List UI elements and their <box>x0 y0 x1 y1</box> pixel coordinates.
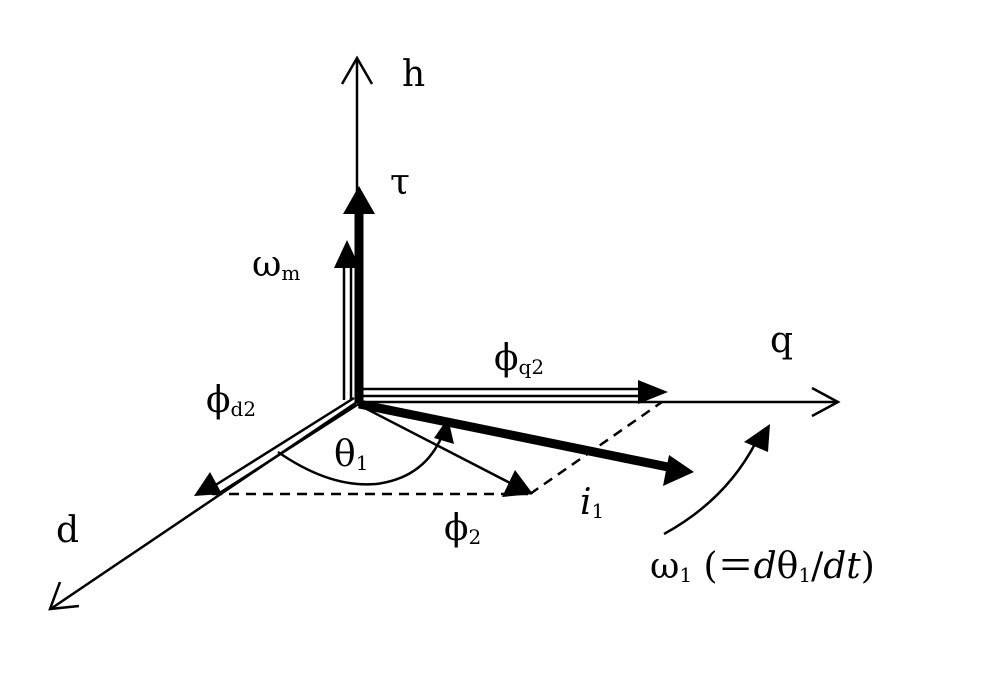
i1-arrow <box>358 399 694 486</box>
i1-sub: 1 <box>592 499 605 523</box>
theta1-arc <box>277 418 454 486</box>
omega-m-arrow <box>334 240 360 400</box>
phi-2-sub: 2 <box>469 525 482 549</box>
phi-d2-symbol: ϕ <box>206 380 231 421</box>
omega1-theta-sub: 1 <box>798 563 811 587</box>
omega1-equation: ω1 (＝dθ1/dt) <box>650 546 875 587</box>
i1-label: i1 <box>580 482 604 523</box>
phi-q2-sub: q2 <box>519 355 545 379</box>
phi-2-label: ϕ2 <box>444 508 481 549</box>
omega1-symbol: ω <box>650 546 679 587</box>
phi-q2-arrow <box>357 380 668 404</box>
omega1-equals: ＝ <box>718 546 754 587</box>
phi-2-symbol: ϕ <box>444 508 469 549</box>
omega1-open-paren: ( <box>692 546 718 587</box>
omega-m-sub: m <box>281 261 300 285</box>
omega1-close-paren: ) <box>861 546 875 587</box>
omega1-sub: 1 <box>679 563 692 587</box>
projection-dashes <box>212 400 663 496</box>
omega-m-symbol: ω <box>252 244 281 285</box>
d-axis-label: d <box>56 510 79 551</box>
theta1-symbol: θ <box>334 434 356 475</box>
theta1-sub: 1 <box>356 451 369 475</box>
omega1-slash: / <box>811 546 824 587</box>
tau-arrow <box>343 186 375 402</box>
i1-symbol: i <box>580 482 592 523</box>
tau-label: τ <box>390 162 410 203</box>
h-axis-label: h <box>402 54 425 95</box>
phi-2-arrow <box>356 402 533 497</box>
q-axis <box>357 386 841 418</box>
phi-q2-label: ϕq2 <box>494 338 544 379</box>
omega1-rotation-arc <box>663 424 770 536</box>
omega-m-label: ωm <box>252 244 300 285</box>
omega1-dt: dt <box>823 546 861 587</box>
omega1-theta: θ <box>777 546 799 587</box>
omega1-d: d <box>754 546 777 587</box>
phi-d2-sub: d2 <box>231 397 257 421</box>
phi-q2-symbol: ϕ <box>494 338 519 379</box>
phi-d2-label: ϕd2 <box>206 380 256 421</box>
theta1-label: θ1 <box>334 434 368 475</box>
q-axis-label: q <box>770 320 793 361</box>
phi-d2-arrow <box>194 396 358 496</box>
